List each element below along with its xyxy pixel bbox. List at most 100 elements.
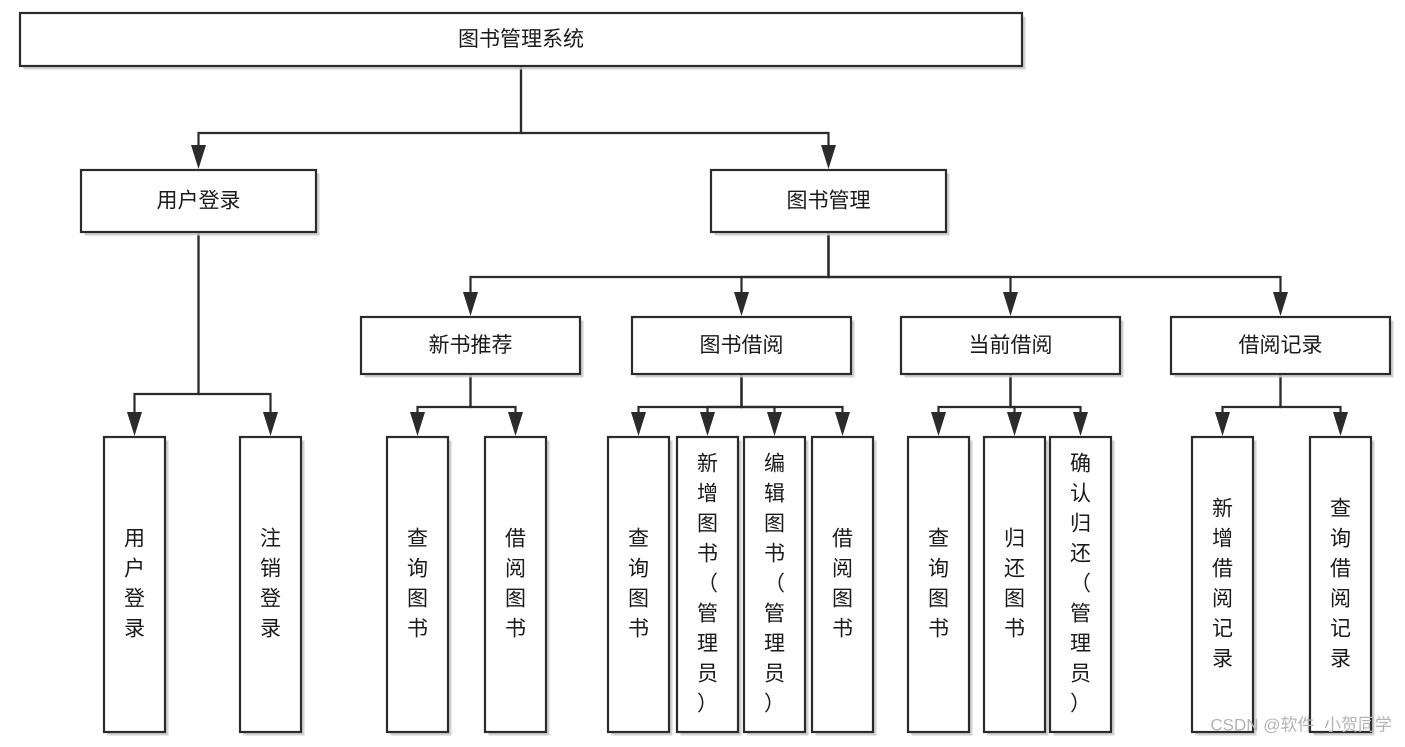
node-box[interactable] — [1048, 435, 1113, 734]
node-box[interactable] — [606, 435, 671, 734]
arrowhead-icon — [1215, 412, 1230, 436]
edge-book-manage-to-book-borrow — [734, 232, 830, 316]
node-new-book-recommend[interactable]: 新书推荐 — [359, 315, 584, 378]
edge-root-to-book-manage — [519, 66, 836, 169]
node-label: 图书管理系统 — [458, 28, 584, 51]
edge-book-manage-to-current-borrow — [827, 232, 1018, 316]
edge-line — [1279, 374, 1342, 413]
edge-line — [1221, 374, 1282, 413]
arrowhead-icon — [1007, 412, 1022, 436]
node-box[interactable] — [238, 435, 303, 734]
node-box[interactable] — [18, 11, 1024, 68]
node-leaf-edit-book-admin[interactable]: 编辑图书（管理员） — [742, 435, 809, 736]
edge-line — [197, 232, 272, 413]
node-box[interactable] — [742, 435, 807, 734]
csdn-watermark: CSDN @软件_小贺同学 — [1210, 715, 1392, 734]
node-leaf-query-book-1[interactable]: 查询图书 — [385, 435, 452, 736]
edge-user-login-to-leaf-logout — [197, 232, 278, 436]
edge-line — [519, 66, 830, 146]
node-label: 确认归还（管理员） — [1070, 453, 1091, 716]
edge-line — [469, 232, 830, 293]
node-label: 用户登录 — [157, 190, 241, 213]
node-book-manage[interactable]: 图书管理 — [709, 168, 950, 236]
edge-line — [416, 374, 472, 413]
node-label: 注销登录 — [260, 528, 281, 641]
node-label: 查询图书 — [628, 528, 649, 641]
node-label: 新增图书（管理员） — [697, 453, 718, 716]
node-label: 当前借阅 — [969, 334, 1053, 357]
node-label: 编辑图书（管理员） — [764, 453, 785, 716]
edge-book-manage-to-new-book-recommend — [463, 232, 830, 316]
node-book-borrow[interactable]: 图书借阅 — [630, 315, 855, 378]
arrowhead-icon — [1003, 292, 1018, 316]
node-leaf-query-book-2[interactable]: 查询图书 — [606, 435, 673, 736]
node-leaf-borrow-book-1[interactable]: 借阅图书 — [483, 435, 550, 736]
node-box[interactable] — [1190, 435, 1255, 734]
edge-current-borrow-to-leaf-confirm-return-admin — [1009, 374, 1088, 436]
edge-new-book-recommend-to-leaf-query-book-1 — [410, 374, 472, 436]
node-box[interactable] — [102, 435, 167, 734]
node-box[interactable] — [79, 168, 318, 234]
node-box[interactable] — [630, 315, 853, 376]
node-user-login[interactable]: 用户登录 — [79, 168, 320, 236]
arrowhead-icon — [767, 412, 782, 436]
node-leaf-confirm-return-admin[interactable]: 确认归还（管理员） — [1048, 435, 1115, 736]
node-borrow-record[interactable]: 借阅记录 — [1169, 315, 1394, 378]
edges-layer — [127, 66, 1348, 436]
node-box[interactable] — [906, 435, 971, 734]
edge-new-book-recommend-to-leaf-borrow-book-1 — [469, 374, 523, 436]
node-box[interactable] — [899, 315, 1122, 376]
node-label: 借阅记录 — [1239, 334, 1323, 357]
arrowhead-icon — [1073, 412, 1088, 436]
arrowhead-icon — [263, 412, 278, 436]
node-box[interactable] — [675, 435, 740, 734]
node-box[interactable] — [1169, 315, 1392, 376]
node-leaf-logout[interactable]: 注销登录 — [238, 435, 305, 736]
node-label: 新增借阅记录 — [1212, 498, 1233, 671]
arrowhead-icon — [835, 412, 850, 436]
node-label: 借阅图书 — [505, 528, 526, 641]
edge-current-borrow-to-leaf-return-book — [1007, 374, 1022, 436]
node-leaf-borrow-book-2[interactable]: 借阅图书 — [810, 435, 877, 736]
edge-book-borrow-to-leaf-query-book-2 — [631, 374, 743, 436]
edge-line — [469, 374, 517, 413]
node-box[interactable] — [810, 435, 875, 734]
edge-borrow-record-to-leaf-add-borrow-record — [1215, 374, 1282, 436]
edge-borrow-record-to-leaf-query-borrow-record — [1279, 374, 1348, 436]
node-leaf-query-borrow-record[interactable]: 查询借阅记录 — [1308, 435, 1375, 736]
node-leaf-return-book[interactable]: 归还图书 — [982, 435, 1049, 736]
arrowhead-icon — [410, 412, 425, 436]
arrowhead-icon — [734, 292, 749, 316]
node-root[interactable]: 图书管理系统 — [18, 11, 1026, 70]
edge-root-to-user-login — [191, 66, 523, 169]
edge-book-manage-to-borrow-record — [827, 232, 1288, 316]
node-box[interactable] — [709, 168, 948, 234]
edge-book-borrow-to-leaf-add-book-admin — [700, 374, 743, 436]
node-label: 归还图书 — [1004, 528, 1025, 641]
node-label: 查询图书 — [407, 528, 428, 641]
arrowhead-icon — [821, 145, 836, 169]
edge-line — [827, 232, 1282, 293]
arrowhead-icon — [508, 412, 523, 436]
node-box[interactable] — [982, 435, 1047, 734]
node-leaf-query-book-3[interactable]: 查询图书 — [906, 435, 973, 736]
node-leaf-add-book-admin[interactable]: 新增图书（管理员） — [675, 435, 742, 736]
node-label: 用户登录 — [124, 528, 145, 641]
arrowhead-icon — [463, 292, 478, 316]
edge-line — [706, 374, 743, 413]
node-box[interactable] — [1308, 435, 1373, 734]
edge-line — [197, 66, 523, 146]
node-leaf-user-login[interactable]: 用户登录 — [102, 435, 169, 736]
node-leaf-add-borrow-record[interactable]: 新增借阅记录 — [1190, 435, 1257, 736]
edge-book-borrow-to-leaf-edit-book-admin — [740, 374, 782, 436]
nodes-layer: 图书管理系统用户登录图书管理新书推荐图书借阅当前借阅借阅记录用户登录注销登录查询… — [18, 11, 1394, 736]
node-box[interactable] — [385, 435, 450, 734]
node-current-borrow[interactable]: 当前借阅 — [899, 315, 1124, 378]
node-box[interactable] — [483, 435, 548, 734]
node-box[interactable] — [359, 315, 582, 376]
arrowhead-icon — [931, 412, 946, 436]
node-label: 图书借阅 — [700, 334, 784, 357]
arrowhead-icon — [1273, 292, 1288, 316]
arrowhead-icon — [631, 412, 646, 436]
